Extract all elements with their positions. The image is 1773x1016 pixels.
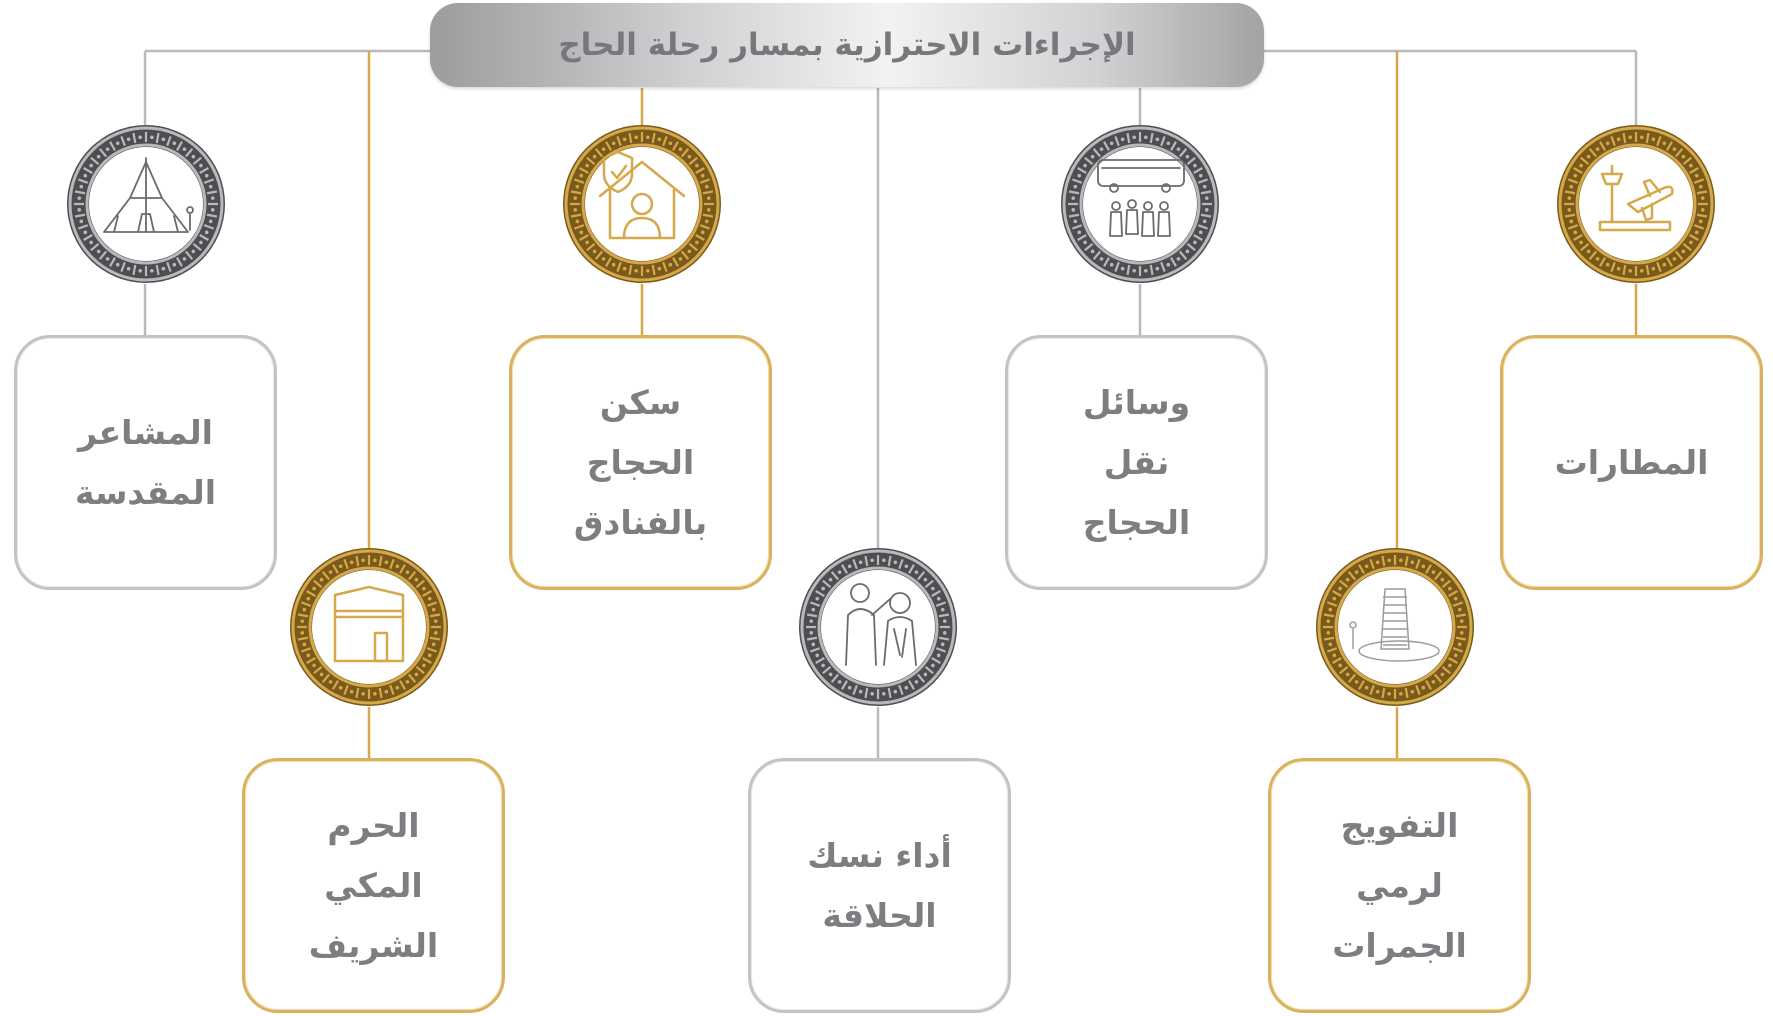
node-card-haram: الحرم المكي الشريف [242,758,505,1013]
node-card-jamarat: التفويج لرمي الجمرات [1268,758,1531,1013]
node-card-shaving: أداء نسك الحلاقة [748,758,1011,1013]
node-label-jamarat: التفويج لرمي الجمرات [1332,805,1467,965]
node-card-hotels: سكن الحجاج بالفنادق [509,335,772,590]
node-label-holy-sites: المشاعر المقدسة [74,412,217,512]
node-label-shaving: أداء نسك الحلاقة [807,835,952,935]
node-card-holy-sites: المشاعر المقدسة [14,335,277,590]
bus-pilgrims-icon [1061,125,1219,283]
kaaba-icon [290,548,448,706]
tent-camp-icon [67,125,225,283]
barber-shaving-icon [799,548,957,706]
node-label-hotels: سكن الحجاج بالفنادق [573,382,708,542]
title-bar: الإجراءات الاحترازية بمسار رحلة الحاج [430,3,1264,87]
node-label-transport: وسائل نقل الحجاج [1082,382,1191,542]
airport-plane-icon [1557,125,1715,283]
house-shield-person-icon [563,125,721,283]
diagram-title: الإجراءات الاحترازية بمسار رحلة الحاج [558,27,1136,63]
node-label-airports: المطارات [1554,442,1709,482]
node-card-transport: وسائل نقل الحجاج [1005,335,1268,590]
node-card-airports: المطارات [1500,335,1763,590]
node-label-haram: الحرم المكي الشريف [308,805,439,965]
jamarat-pillar-icon [1316,548,1474,706]
